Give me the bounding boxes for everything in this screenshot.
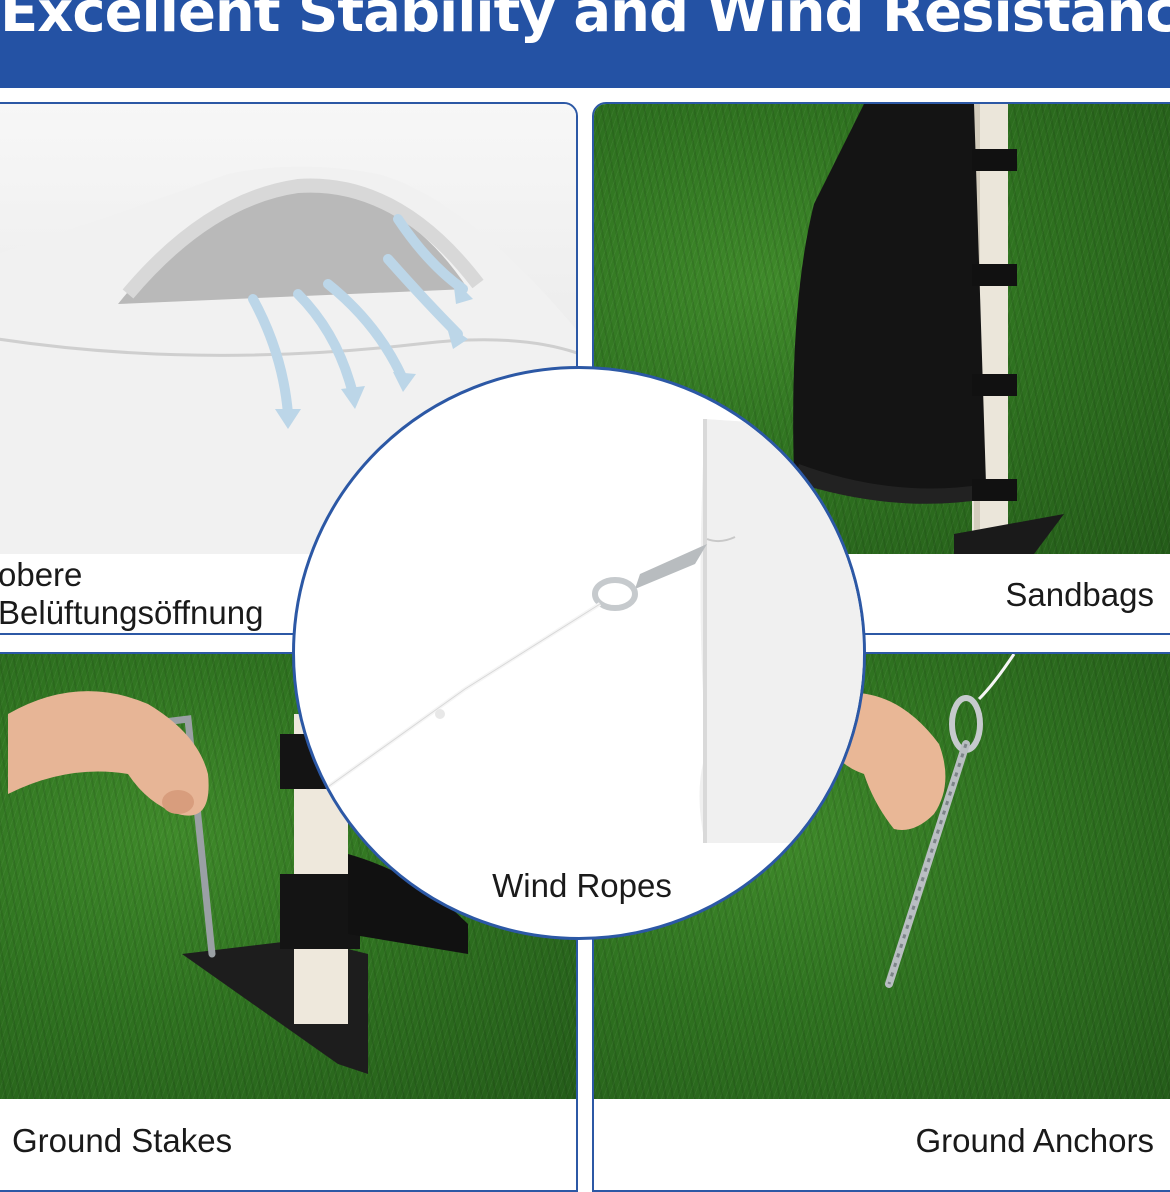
wind-rope-illustration (323, 419, 863, 843)
page-title: Excellent Stability and Wind Resistance (0, 0, 1170, 45)
panel-sandbags: Sandbags (592, 102, 1170, 635)
anchors-caption: Ground Anchors (915, 1122, 1154, 1159)
sandbag-illustration (793, 104, 1064, 554)
wind-ropes-caption: Wind Ropes (492, 867, 672, 904)
airflow-arrows-icon (248, 214, 468, 419)
stakes-caption: Ground Stakes (12, 1122, 233, 1159)
header-banner: Excellent Stability and Wind Resistance (0, 0, 1170, 88)
sandbags-caption: Sandbags (1005, 576, 1154, 613)
vent-caption-line2: Belüftungsöffnung (0, 594, 264, 631)
panel-wind-ropes: Wind Ropes (292, 366, 866, 940)
stake-illustration (8, 691, 468, 1074)
vent-caption-line1: obere (0, 556, 83, 593)
